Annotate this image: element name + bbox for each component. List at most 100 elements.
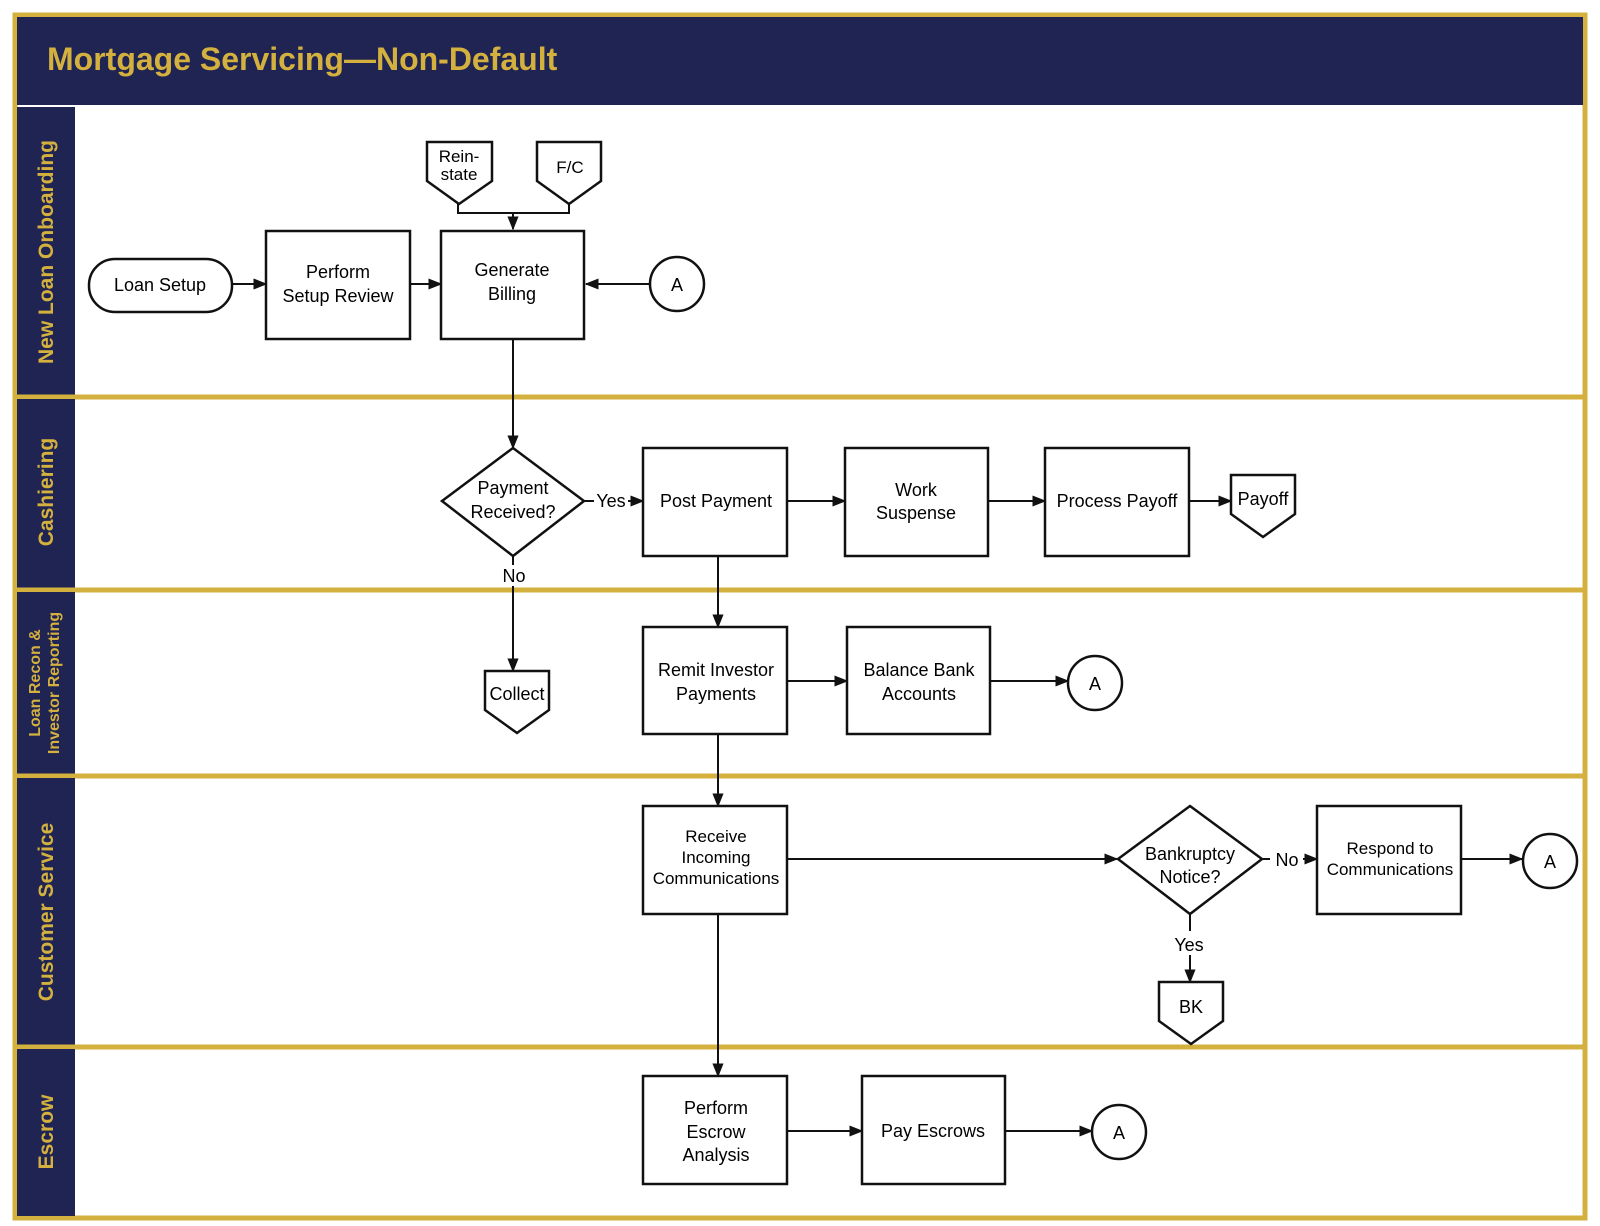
node-label: Communications (653, 869, 780, 888)
node-label: BK (1179, 997, 1203, 1017)
decision-shape (439, 446, 587, 558)
node-balance-bank-accounts: Balance Bank Accounts (845, 625, 992, 736)
lane-header (17, 399, 75, 589)
node-label: Pay Escrows (881, 1121, 985, 1141)
offpage-connector-shape (425, 140, 494, 206)
node-label: Suspense (876, 503, 956, 523)
node-label: Loan Setup (114, 275, 206, 295)
node-label: Analysis (682, 1145, 749, 1165)
node-connector-a: A (648, 255, 706, 313)
node-label: Respond to (1347, 839, 1434, 858)
node-perform-setup-review: Perform Setup Review (264, 229, 412, 341)
connector-shape (1090, 1103, 1148, 1161)
node-connector-a: A (1066, 654, 1124, 712)
process-shape (641, 625, 789, 736)
node-label: Incoming (682, 848, 751, 867)
lane-label: New Loan Onboarding (35, 140, 58, 364)
diagram-frame (12, 12, 1588, 1221)
node-label: A (671, 275, 683, 295)
node-pay-escrows: Pay Escrows (860, 1074, 1007, 1186)
node-label: Perform (684, 1098, 748, 1118)
node-reinstate: Rein- state (425, 140, 494, 206)
lane-label: Customer Service (35, 823, 58, 1002)
process-shape (1315, 804, 1463, 916)
node-label: Payoff (1238, 489, 1290, 509)
node-bk: BK (1157, 980, 1225, 1046)
connector-shape (1521, 832, 1579, 890)
lane-header (17, 592, 75, 775)
node-label: Receive (685, 827, 746, 846)
edges (232, 200, 1524, 1137)
node-label: A (1544, 852, 1556, 872)
lane-label-line1: Loan Recon & (27, 629, 44, 737)
node-label: A (1089, 674, 1101, 694)
lane-cashiering: Cashiering (17, 399, 75, 589)
node-label: Payment (477, 478, 548, 498)
edge-label-yes: Yes (596, 491, 625, 511)
node-label: Balance Bank (863, 660, 975, 680)
node-label: Billing (488, 284, 536, 304)
node-generate-billing: Generate Billing (439, 229, 586, 341)
node-receive-incoming-communications: Receive Incoming Communications (641, 804, 789, 916)
node-label: Work (895, 480, 938, 500)
node-label: A (1113, 1123, 1125, 1143)
header-bar (17, 17, 1583, 105)
edge-label-yes: Yes (1174, 935, 1203, 955)
process-shape (264, 229, 412, 341)
decision-shape (1115, 804, 1265, 916)
connector-shape (648, 255, 706, 313)
process-shape (1043, 446, 1191, 558)
process-shape (860, 1074, 1007, 1186)
terminator-shape (87, 257, 234, 314)
process-shape (845, 625, 992, 736)
node-fc: F/C (535, 140, 603, 206)
node-perform-escrow-analysis: Perform Escrow Analysis (641, 1074, 789, 1186)
edge-label-no: No (1275, 850, 1298, 870)
node-label: F/C (556, 158, 583, 177)
lane-label: Cashiering (35, 438, 58, 547)
diagram-title: Mortgage Servicing—Non-Default (47, 41, 558, 77)
node-payoff: Payoff (1229, 473, 1297, 539)
node-label: Setup Review (282, 286, 394, 306)
lane-escrow: Escrow (17, 1049, 75, 1216)
node-payment-received: Payment Received? (439, 446, 587, 558)
node-label: Collect (489, 684, 544, 704)
node-label: Generate (474, 260, 549, 280)
node-loan-setup: Loan Setup (87, 257, 234, 314)
node-label: Rein- (439, 147, 480, 166)
node-label: Communications (1327, 860, 1454, 879)
node-label: Remit Investor (658, 660, 774, 680)
node-label: Bankruptcy (1145, 844, 1235, 864)
node-bankruptcy-notice: Bankruptcy Notice? (1115, 804, 1265, 916)
offpage-connector-shape (1229, 473, 1297, 539)
offpage-connector-shape (483, 669, 551, 735)
node-process-payoff: Process Payoff (1043, 446, 1191, 558)
lane-header (17, 778, 75, 1046)
connector-shape (1066, 654, 1124, 712)
lane-new-loan-onboarding: New Loan Onboarding (17, 107, 75, 397)
node-label: Post Payment (660, 491, 772, 511)
lane-loan-recon: Loan Recon & Investor Reporting (17, 592, 75, 775)
node-respond-to-communications: Respond to Communications (1315, 804, 1463, 916)
lane-label-line2: Investor Reporting (46, 612, 63, 754)
process-shape (439, 229, 586, 341)
process-shape (843, 446, 990, 558)
node-post-payment: Post Payment (641, 446, 789, 558)
node-label: Accounts (882, 684, 956, 704)
node-connector-a: A (1090, 1103, 1148, 1161)
process-shape (641, 446, 789, 558)
node-connector-a: A (1521, 832, 1579, 890)
node-label: Received? (470, 502, 555, 522)
lane-customer-service: Customer Service (17, 778, 75, 1046)
node-remit-investor-payments: Remit Investor Payments (641, 625, 789, 736)
node-label: Process Payoff (1057, 491, 1179, 511)
node-label: Payments (676, 684, 756, 704)
node-label: Notice? (1159, 867, 1220, 887)
offpage-connector-shape (535, 140, 603, 206)
lane-header (17, 107, 75, 397)
node-collect: Collect (483, 669, 551, 735)
node-work-suspense: Work Suspense (843, 446, 990, 558)
process-shape (641, 804, 789, 916)
node-label: Perform (306, 262, 370, 282)
edge-label-no: No (502, 566, 525, 586)
